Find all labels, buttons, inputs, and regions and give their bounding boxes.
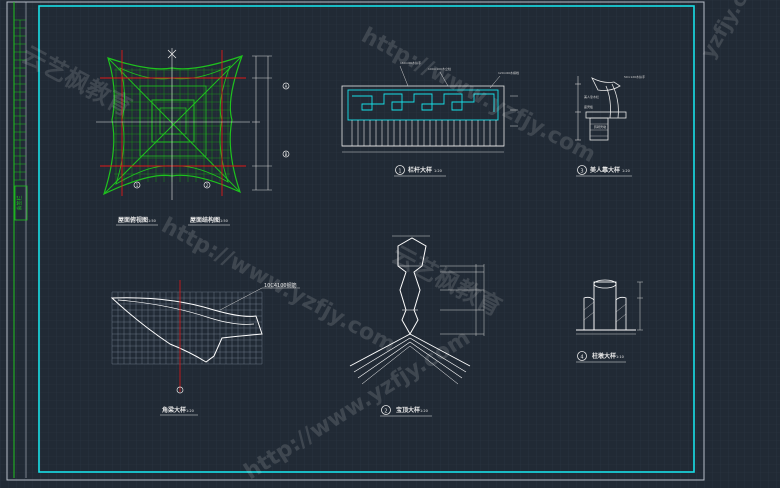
railing-note-3: 120×60木横档 [498,70,519,75]
bench-scale: 1:20 [622,169,630,173]
axis-bubble-1: 1 [136,183,139,188]
title-block-label: 会签栏 [16,195,23,210]
bench-note-3: 座凳板 [584,104,593,109]
drawing-frame [38,5,695,473]
finial-title: 宝顶大样 [396,406,420,414]
roof-frame-scale: 1:50 [220,219,228,223]
column-callout: 4 [580,355,583,361]
bench-note-2: 美人靠木栏 [584,94,599,99]
axis-bubble-b: B [285,152,288,157]
corner-beam-scale: 1:20 [186,409,194,413]
finial-scale: 1:20 [420,409,428,413]
sheet-outer-border [6,1,705,481]
bench-note-1: 50×120木扶手 [624,74,645,79]
roof-frame-title: 屋面结构图 [190,216,220,224]
railing-note-1: 160×60木扶手 [400,60,421,65]
railing-detail-drawing: 160×60木扶手 100×100木立柱 120×60木横档 [341,60,519,153]
roof-plan-scale: 1:50 [148,219,156,223]
axis-bubble-2: 2 [206,183,209,188]
title-block-strip: 会签栏 [13,2,28,478]
corner-beam-title: 角梁大样 [162,406,186,414]
railing-title: 栏杆大样 [408,166,432,174]
roof-plan-title: 屋面俯视图 [118,216,148,224]
bench-title: 美人靠大样 [589,166,620,174]
bench-callout: 3 [580,169,583,175]
axis-bubble-a: A [285,84,288,89]
column-scale: 1:10 [616,355,624,359]
railing-scale: 1:20 [434,169,442,173]
corner-beam-drawing: 10C4100钢筋 [110,280,300,394]
railing-callout: 1 [398,169,401,175]
railing-note-2: 100×100木立柱 [428,66,451,71]
bench-note-4: 砖砌凳墩 [594,124,606,129]
column-base-drawing [576,279,643,335]
steel-note: 10C4100钢筋 [264,282,297,289]
finial-callout: 2 [384,409,387,415]
bench-detail-drawing: 50×120木扶手 美人靠木栏 座凳板 砖砌凳墩 [575,74,645,141]
column-title: 柱墩大样 [592,352,616,360]
finial-detail-drawing [349,235,485,385]
roof-plan-drawing: A B 1 2 [96,48,290,200]
